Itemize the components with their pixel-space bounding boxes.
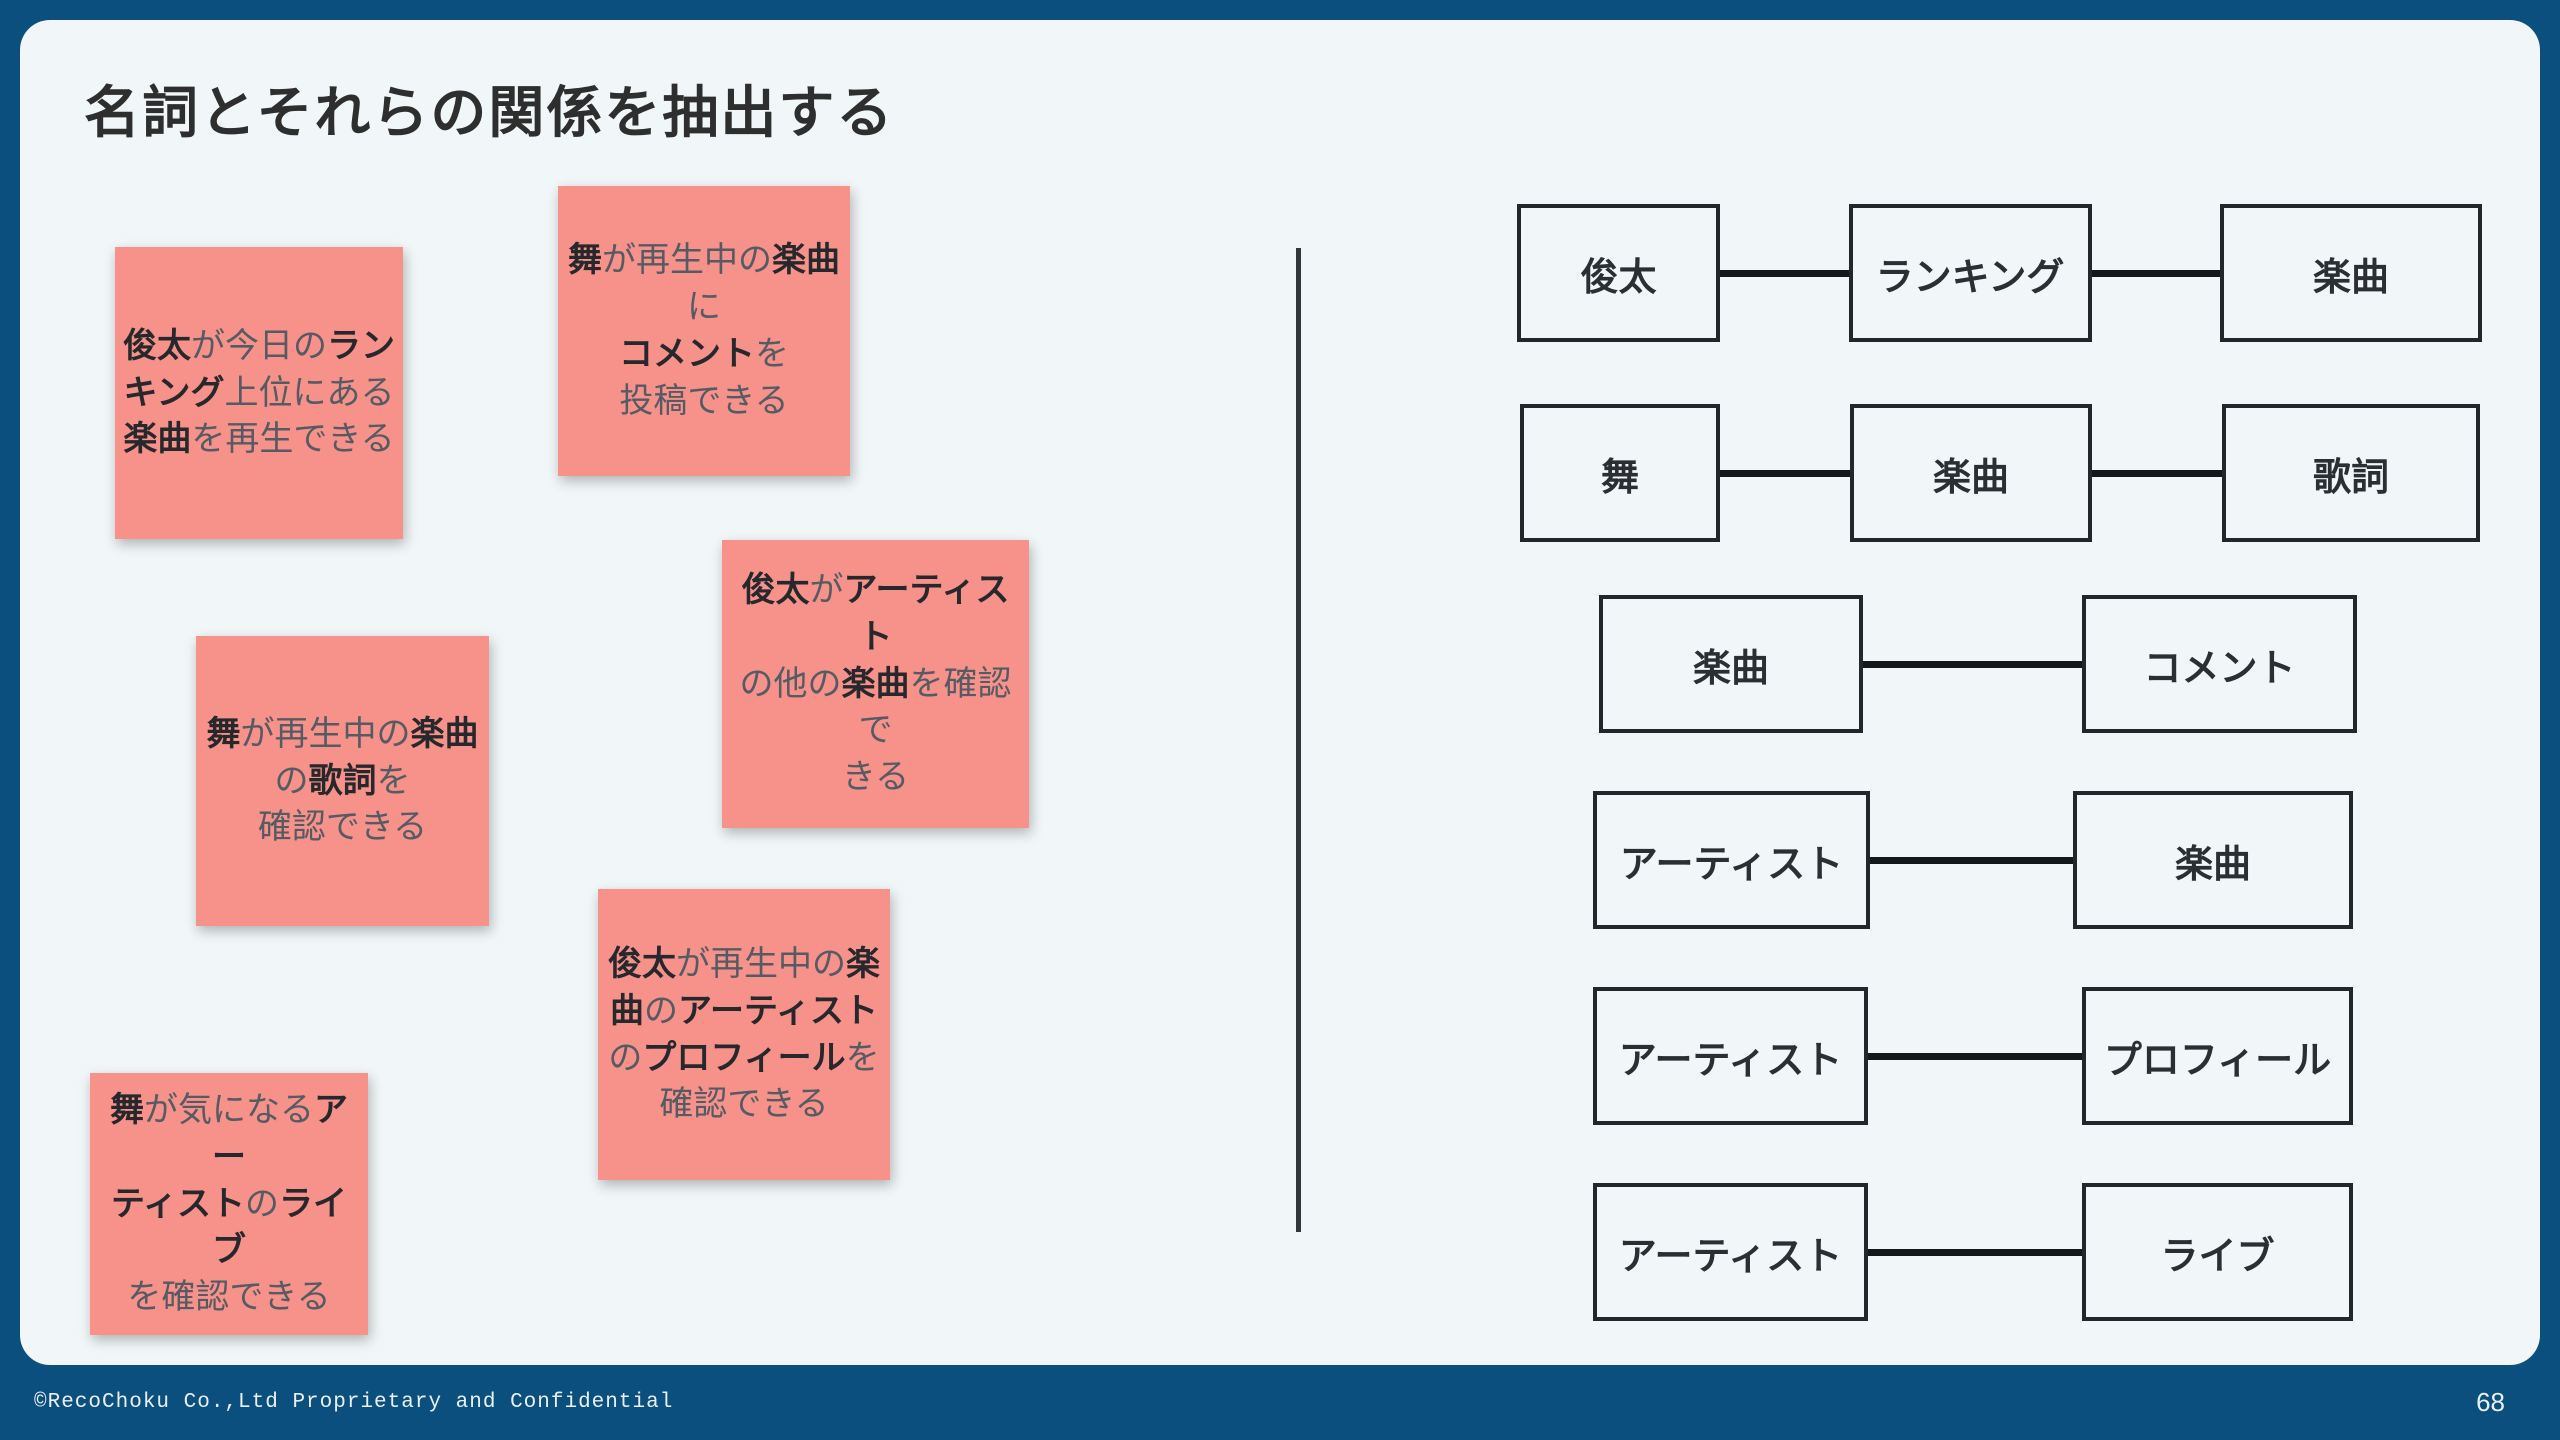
note-text-segment: を確認で きる [841,664,1012,797]
note-text-segment: が今日の [191,326,327,365]
note-text-segment: の [608,1038,643,1077]
note-text-segment: を 投稿できる [619,335,789,420]
note-text-segment: が [809,570,844,609]
sticky-note-shunta-artist-songs[interactable]: 俊太がアーティスト の他の楽曲を確認で きる [722,540,1029,828]
diagram-node[interactable]: 楽曲 [2073,791,2353,929]
note-text-segment: を 確認できる [257,761,428,847]
sticky-note-shunta-profile[interactable]: 俊太が再生中の楽 曲のアーティスト のプロフィールを 確認できる [598,889,890,1180]
note-keyword: 舞 [568,241,602,280]
diagram-node[interactable]: 楽曲 [2220,204,2482,342]
note-text-segment: の [244,1184,279,1223]
note-keyword: 楽 曲 [610,944,880,1030]
diagram-node[interactable]: アーティスト [1593,987,1868,1125]
diagram-node[interactable]: 楽曲 [1599,595,1863,733]
connector-line [1863,660,2082,668]
page-number: 68 [2476,1387,2505,1417]
diagram-node[interactable]: 俊太 [1517,204,1720,342]
sticky-note-text: 俊太が再生中の楽 曲のアーティスト のプロフィールを 確認できる [600,933,888,1137]
sticky-note-text: 舞が再生中の楽曲 に コメントを 投稿できる [560,229,848,433]
note-text-segment: を確認できる [127,1278,331,1317]
note-keyword: 楽曲 [123,420,192,459]
slide-title: 名詞とそれらの関係を抽出する [84,81,895,144]
note-keyword: 俊太 [123,326,191,365]
diagram-node[interactable]: 歌詞 [2222,404,2480,542]
note-text-segment: が気になる [144,1090,314,1129]
note-keyword: 舞 [206,714,241,753]
sticky-note-text: 舞が気になるアー ティストのライブ を確認できる [90,1079,368,1330]
note-text-segment: が再生中の [602,241,772,280]
relation-row: 楽曲 コメント [1599,595,2357,733]
note-keyword: コメント [619,335,755,373]
note-text-segment: の [644,991,679,1030]
connector-line [2091,269,2220,277]
diagram-node[interactable]: ライブ [2082,1183,2353,1321]
relation-row: アーティスト 楽曲 [1593,791,2353,929]
connector-line [1868,1052,2082,1060]
note-text-segment: に [687,288,721,327]
diagram-node[interactable]: アーティスト [1593,791,1870,929]
diagram-node[interactable]: 舞 [1520,404,1720,542]
note-text-segment: 上位にある [224,373,395,412]
diagram-node[interactable]: アーティスト [1593,1183,1868,1321]
diagram-node[interactable]: コメント [2082,595,2357,733]
note-keyword: 楽曲 [772,241,840,280]
sticky-note-text: 俊太が今日のラン キング上位にある 楽曲を再生できる [115,315,403,472]
connector-line [2092,469,2222,477]
relation-row: アーティスト プロフィール [1593,987,2353,1125]
note-keyword: 俊太 [608,944,676,983]
connector-line [1720,469,1850,477]
note-text-segment: を 確認できる [659,1038,880,1124]
note-text-segment: が再生中の [676,944,846,983]
connector-line [1870,856,2073,864]
sticky-note-shunta-ranking[interactable]: 俊太が今日のラン キング上位にある 楽曲を再生できる [115,247,403,539]
note-keyword: アーティスト [843,570,1010,656]
sticky-note-mai-lyrics[interactable]: 舞が再生中の楽曲 の歌詞を 確認できる [196,636,489,926]
sticky-note-text: 舞が再生中の楽曲 の歌詞を 確認できる [199,703,487,860]
note-keyword: ラン キング [123,326,396,412]
relation-row: アーティスト ライブ [1593,1183,2353,1321]
slide-panel: 名詞とそれらの関係を抽出する 俊太が今日のラン キング上位にある 楽曲を再生でき… [20,20,2540,1365]
vertical-divider [1296,248,1301,1232]
sticky-note-mai-comment[interactable]: 舞が再生中の楽曲 に コメントを 投稿できる [558,186,850,476]
connector-line [1868,1248,2082,1256]
note-keyword: 楽曲 [841,664,910,703]
note-keyword: 歌詞 [308,761,377,800]
note-keyword: 楽曲 [410,714,479,753]
note-text-segment: を再生できる [191,420,395,459]
note-text-segment: の [274,761,309,800]
diagram-node[interactable]: 楽曲 [1850,404,2092,542]
note-keyword: 舞 [110,1090,144,1129]
note-keyword: プロフィール [642,1038,846,1077]
sticky-note-text: 俊太がアーティスト の他の楽曲を確認で きる [722,559,1029,810]
relation-row: 舞楽曲歌詞 [1520,404,2480,542]
note-text-segment: の他の [739,664,842,703]
diagram-node[interactable]: プロフィール [2082,987,2353,1125]
diagram-node[interactable]: ランキング [1848,204,2092,342]
footer: ©RecoChoku Co.,Ltd Proprietary and Confi… [0,1365,2560,1440]
note-keyword: ライブ [212,1184,347,1270]
relation-row: 俊太ランキング楽曲 [1517,204,2482,342]
connector-line [1720,269,1849,277]
note-keyword: 俊太 [741,570,810,609]
note-keyword: アー ティスト [111,1090,348,1223]
copyright-text: ©RecoChoku Co.,Ltd Proprietary and Confi… [34,1391,674,1414]
sticky-note-mai-live[interactable]: 舞が気になるアー ティストのライブ を確認できる [90,1073,368,1335]
note-keyword: アーティスト [678,991,878,1030]
note-text-segment: が再生中の [240,714,411,753]
